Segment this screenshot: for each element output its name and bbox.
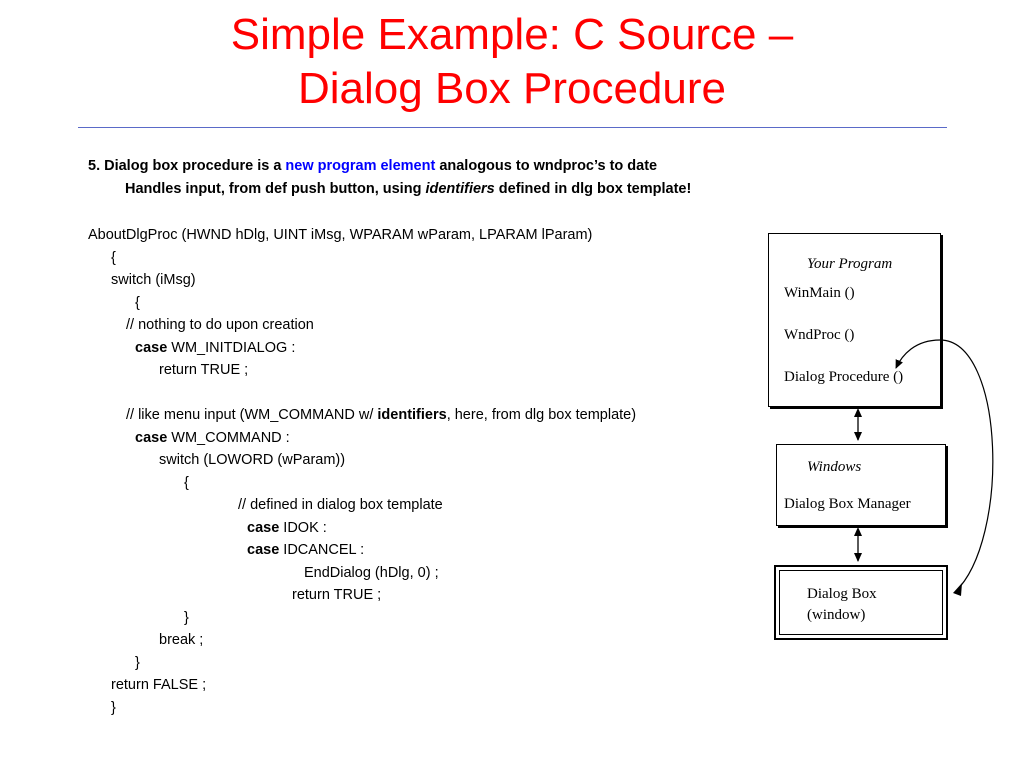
code-case-initdialog: case WM_INITDIALOG :	[135, 340, 295, 357]
dialog-box-manager-label: Dialog Box Manager	[784, 496, 911, 512]
intro-emphasis: identifiers	[425, 181, 495, 197]
your-program-title: Your Program	[807, 256, 893, 272]
program-item-wndproc: WndProc ()	[784, 327, 855, 343]
code-brace: }	[135, 655, 140, 671]
code-comment: // nothing to do upon creation	[126, 317, 314, 333]
code-brace: }	[184, 610, 189, 626]
title-line-2: Dialog Box Procedure	[297, 64, 726, 113]
your-program-box: Your Program WinMain () WndProc () Dialo…	[768, 233, 941, 407]
windows-box: Windows Dialog Box Manager	[776, 444, 946, 526]
code-keyword: case	[135, 340, 168, 356]
code-break: break ;	[159, 632, 204, 648]
code-comment: // defined in dialog box template	[238, 497, 443, 513]
title-line-1: Simple Example: C Source –	[230, 10, 794, 59]
code-enddialog: EndDialog (hDlg, 0) ;	[304, 565, 439, 581]
code-keyword: case	[135, 430, 168, 446]
intro-line-1: 5. Dialog box procedure is a new program…	[88, 158, 657, 174]
code-signature: AboutDlgProc (HWND hDlg, UINT iMsg, WPAR…	[88, 227, 593, 243]
dialog-box-window-box: Dialog Box (window)	[774, 565, 948, 640]
intro-text: 5. Dialog box procedure is a	[88, 158, 286, 174]
code-brace: {	[184, 475, 189, 491]
code-brace: }	[111, 700, 116, 716]
program-item-dialog-procedure: Dialog Procedure ()	[784, 369, 904, 385]
code-switch: switch (iMsg)	[111, 272, 196, 288]
dialog-box-window-label: (window)	[807, 607, 866, 623]
code-keyword: case	[247, 520, 280, 536]
intro-highlight: new program element	[285, 158, 436, 174]
code-text: , here, from dlg box template)	[446, 407, 637, 423]
code-text: WM_INITDIALOG :	[167, 340, 296, 356]
dialog-arrowhead	[953, 583, 962, 596]
code-keyword: case	[247, 542, 280, 558]
title-divider	[78, 127, 947, 128]
code-comment: // like menu input (WM_COMMAND w/ identi…	[126, 407, 636, 424]
windows-title: Windows	[807, 459, 862, 475]
code-text: IDOK :	[279, 520, 327, 536]
code-text: IDCANCEL :	[279, 542, 365, 558]
intro-text: analogous to wndproc’s to date	[435, 158, 658, 174]
code-case-command: case WM_COMMAND :	[135, 430, 290, 447]
code-brace: {	[111, 250, 116, 266]
slide-title: Simple Example: C Source – Dialog Box Pr…	[0, 8, 1024, 116]
code-text: // like menu input (WM_COMMAND w/	[126, 407, 378, 423]
intro-text: defined in dlg box template!	[494, 181, 692, 197]
code-return: return TRUE ;	[292, 587, 382, 603]
intro-line-2: Handles input, from def push button, usi…	[125, 181, 691, 197]
intro-text: Handles input, from def push button, usi…	[125, 181, 426, 197]
code-return: return TRUE ;	[159, 362, 249, 378]
code-case-idcancel: case IDCANCEL :	[247, 542, 364, 559]
code-switch: switch (LOWORD (wParam))	[159, 452, 346, 468]
dialog-box-inner-border	[779, 570, 943, 635]
code-keyword: identifiers	[377, 407, 447, 423]
code-case-idok: case IDOK :	[247, 520, 327, 537]
code-return: return FALSE ;	[111, 677, 207, 693]
code-text: WM_COMMAND :	[167, 430, 290, 446]
program-item-winmain: WinMain ()	[784, 285, 855, 301]
dialog-box-label: Dialog Box	[807, 586, 877, 602]
code-brace: {	[135, 295, 140, 311]
